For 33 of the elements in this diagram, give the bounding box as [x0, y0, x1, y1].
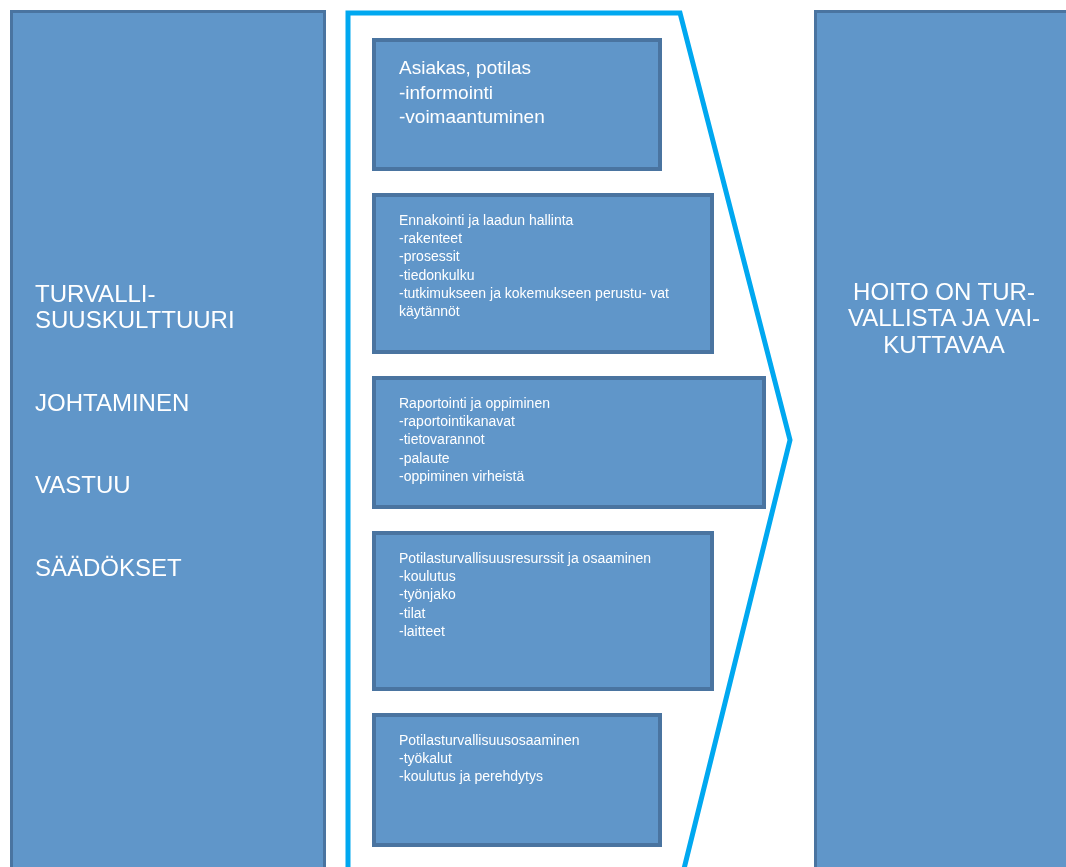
- list-item: -tilat: [399, 603, 427, 622]
- side-panel: [10, 10, 326, 867]
- content-box: [372, 376, 766, 509]
- content-box: [372, 531, 714, 691]
- list-item: -laitteet: [399, 621, 446, 640]
- panel-text: JOHTAMINEN: [35, 389, 191, 417]
- panel-text: HOITO ON TUR- VALLISTA JA VAI- KUTTAVAA: [846, 279, 1042, 359]
- box-heading: Asiakas, potilas: [399, 56, 532, 80]
- list-item: -tietovarannot: [399, 430, 486, 449]
- box-heading: Raportointi ja oppiminen: [399, 394, 551, 413]
- list-item: -työkalut: [399, 749, 453, 768]
- list-item: -prosessit: [399, 247, 461, 266]
- list-item: -rakenteet: [399, 229, 464, 248]
- list-item: -palaute: [399, 448, 451, 467]
- content-box: [372, 713, 662, 847]
- list-item: -informointi: [399, 80, 494, 105]
- box-heading: Ennakointi ja laadun hallinta: [399, 211, 575, 230]
- content-box: [372, 193, 714, 354]
- list-item: -työnjako: [399, 585, 457, 604]
- panel-text: VASTUU: [35, 472, 132, 499]
- list-item: -koulutus ja perehdytys: [399, 767, 544, 786]
- list-item: -voimaantuminen: [399, 105, 546, 130]
- list-item: -tiedonkulku: [399, 265, 476, 284]
- list-item: -tutkimukseen ja kokemukseen perustu- vat käytännöt: [399, 283, 670, 321]
- list-item: -oppiminen virheistä: [399, 466, 526, 485]
- side-panel: [814, 10, 1066, 867]
- list-item: -raportointikanavat: [399, 412, 516, 431]
- panel-text: SÄÄDÖKSET: [35, 554, 183, 581]
- box-heading: Potilasturvallisuusosaaminen: [399, 731, 581, 750]
- content-box: [372, 38, 662, 171]
- box-heading: Potilasturvallisuusresurssit ja osaaminen: [399, 549, 653, 568]
- list-item: -koulutus: [399, 567, 457, 586]
- panel-text: TURVALLI- SUUSKULTTUURI: [35, 281, 236, 334]
